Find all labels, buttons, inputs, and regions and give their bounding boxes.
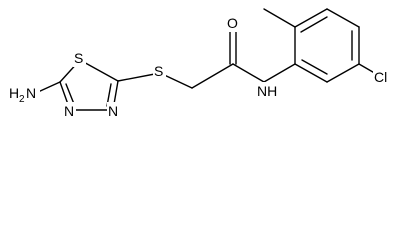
bond-n-ring [263,63,296,83]
bond-ring-2-double [300,16,328,33]
bond-methyl [263,8,296,28]
thiadiazole-n3-label: N [108,103,118,119]
amine-subscript-label: 2 [19,94,25,105]
atom-labels: H 2 N S N N S O NH Cl [8,14,391,120]
bond-ring-5 [326,63,360,83]
thiadiazole-n4-label: N [64,103,74,119]
bond-carbonyl-n [232,63,265,83]
bond-ring-6-double [301,59,328,75]
bond-n4-c5-double [65,83,75,105]
bond-ring-6 [294,63,328,83]
bonds [37,8,379,111]
bond-ring-3 [326,8,360,28]
amine-h-label: H [9,85,19,101]
bond-c5-nh2 [37,81,61,93]
amine-n-label: N [26,85,36,101]
amide-nh-label: NH [257,83,277,99]
bond-ring-2 [294,8,328,28]
thiadiazole-s-label: S [74,50,83,66]
chloro-label: Cl [374,69,387,85]
carbonyl-o-label: O [227,15,238,31]
chemical-structure: H 2 N S N N S O NH Cl [8,8,391,120]
thioether-s-label: S [154,63,163,79]
bond-ch2-carbonyl [191,63,234,89]
bond-s1-c2 [79,59,119,82]
